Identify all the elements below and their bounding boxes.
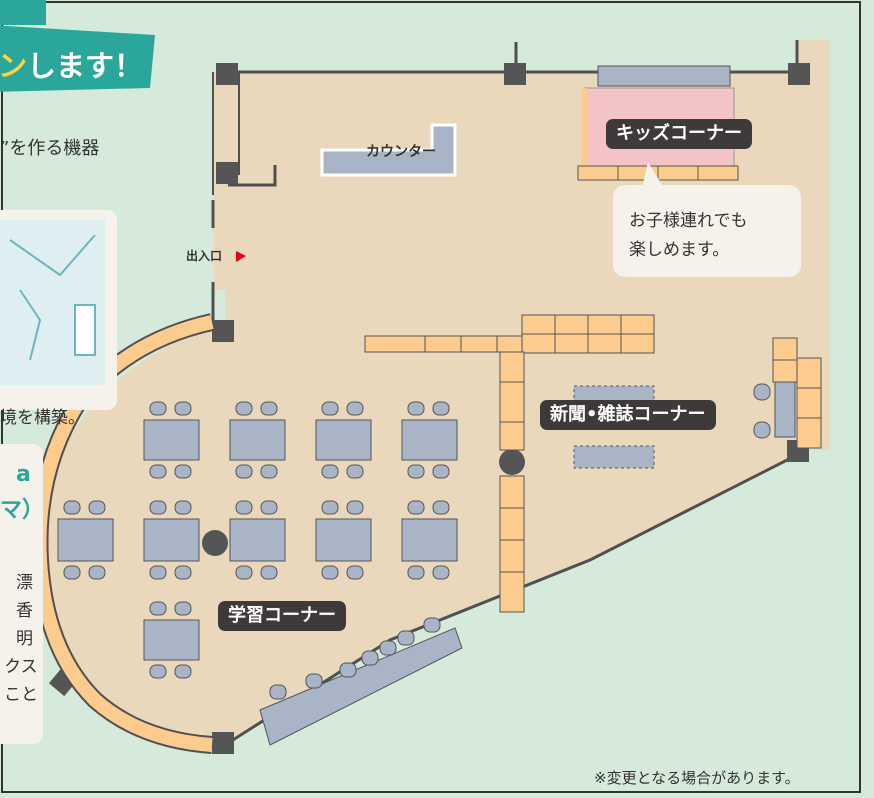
vertical-shelf [499, 351, 525, 613]
info-line: 香 [16, 601, 33, 621]
chair [407, 565, 425, 580]
chair [407, 401, 425, 416]
chair [432, 464, 450, 479]
kids-callout-line2: 楽しめます。 [629, 240, 730, 260]
chair [149, 601, 167, 616]
banner-title: ンします！ [0, 43, 143, 85]
illustration-image [0, 220, 105, 385]
chair [174, 401, 192, 416]
banner-tab [0, 0, 46, 25]
round-pillar [499, 449, 525, 475]
footnote: ※変更となる場合があります。 [594, 769, 800, 787]
kids-shelf [597, 65, 731, 87]
study-tables [57, 419, 458, 661]
kids-bench [577, 165, 739, 181]
chair [260, 565, 278, 580]
entrance-label: 出入口 [186, 249, 223, 263]
chair [235, 401, 253, 416]
chair [149, 565, 167, 580]
magazine-rack [774, 381, 796, 438]
chair [235, 464, 253, 479]
pillar [216, 162, 238, 184]
chair [432, 565, 450, 580]
kids-callout-line1: お子様連れでも [629, 211, 748, 231]
wall-segment [228, 165, 277, 187]
illustration-device-icon [9, 234, 96, 361]
chair [346, 565, 364, 580]
chair [149, 664, 167, 679]
info-line: こと [4, 685, 38, 705]
magazine-corner-label: 新聞•雑誌コーナー [540, 400, 716, 430]
info-card [0, 444, 43, 744]
round-pillar [202, 530, 228, 556]
kids-callout [613, 185, 801, 277]
shelf-row [364, 314, 655, 354]
newspaper-table [573, 445, 655, 469]
callout-tail [642, 162, 664, 188]
chair [63, 500, 81, 515]
chair [260, 464, 278, 479]
title-banner [0, 25, 155, 92]
chair [407, 464, 425, 479]
illustration-caption: 境を構築。 [0, 408, 85, 428]
pillar [212, 320, 234, 342]
pillar [504, 63, 526, 85]
chair [321, 500, 339, 515]
window-chairs [269, 617, 441, 700]
counter [320, 123, 457, 177]
chair [174, 601, 192, 616]
chair [149, 401, 167, 416]
chair [174, 664, 192, 679]
chair [149, 464, 167, 479]
pillar [788, 63, 810, 85]
chair [346, 464, 364, 479]
chair [149, 500, 167, 515]
entrance-arrow-icon [236, 251, 246, 262]
counter-label: カウンター [366, 144, 436, 160]
chair [407, 500, 425, 515]
pillar [212, 732, 234, 754]
chair [235, 565, 253, 580]
chair [432, 500, 450, 515]
kids-corner-label: キッズコーナー [606, 119, 752, 149]
study-corner-label: 学習コーナー [218, 601, 346, 631]
chair [432, 401, 450, 416]
chair [321, 401, 339, 416]
chair [260, 401, 278, 416]
chair [88, 500, 106, 515]
chair [321, 464, 339, 479]
info-line: 漂 [16, 573, 33, 593]
banner-highlight: ン [0, 49, 28, 83]
chair [321, 565, 339, 580]
chair [63, 565, 81, 580]
chair [88, 565, 106, 580]
chair [174, 500, 192, 515]
study-chairs [63, 401, 450, 679]
chair [174, 565, 192, 580]
chair [260, 500, 278, 515]
intro-text: ”を作る機器 [0, 138, 100, 159]
chair [753, 383, 771, 439]
right-shelf [772, 337, 822, 449]
chair [174, 464, 192, 479]
info-title-line2: マ） [0, 498, 45, 523]
pillar [216, 63, 238, 85]
chair [346, 401, 364, 416]
info-line: 明 [16, 629, 33, 649]
banner-text: します！ [27, 49, 144, 83]
chair [235, 500, 253, 515]
info-title-line1: a [16, 462, 31, 487]
chair [346, 500, 364, 515]
info-line: クス [4, 657, 38, 677]
